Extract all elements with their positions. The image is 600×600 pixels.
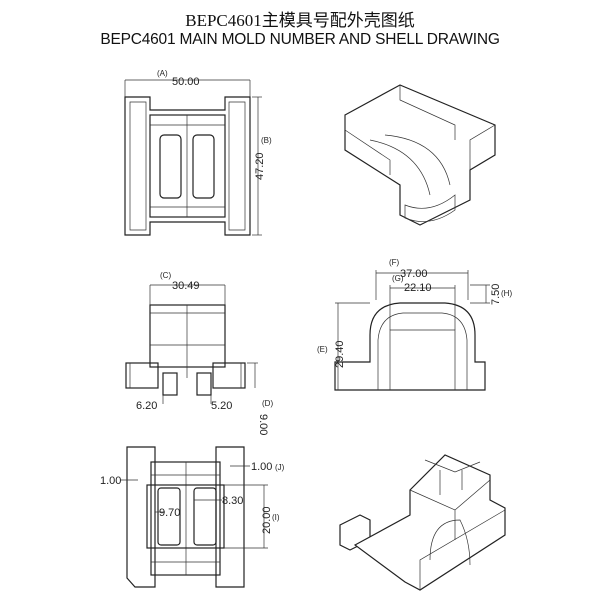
dim-f-label: (F) — [389, 258, 400, 267]
dim-d-value: 9.00 — [257, 414, 269, 435]
bottom-view — [120, 446, 268, 588]
dim-i-label: (I) — [272, 513, 280, 522]
dim-g-value: 22.10 — [404, 282, 432, 294]
dim-h-value: 7.50 — [490, 284, 502, 305]
dim-g-label: (G) — [392, 274, 404, 283]
dim-a-value: 50.00 — [172, 76, 200, 88]
dim-b-value: 47.20 — [254, 152, 266, 180]
dim-c-label: (C) — [160, 271, 171, 280]
isometric-view-bottom — [339, 454, 506, 591]
dim-e-value: 29.40 — [334, 340, 346, 368]
dim-pin-right-value: 5.20 — [211, 400, 232, 412]
dim-j-label: (J) — [275, 463, 285, 472]
dim-d-label: (D) — [262, 399, 273, 408]
dim-h-label: (H) — [501, 289, 512, 298]
dim-wall-left-value: 1.00 — [100, 475, 121, 487]
dim-a-label: (A) — [157, 69, 168, 78]
shell-side-view — [334, 270, 490, 391]
title-chinese: BEPC4601主模具号配外壳图纸 — [185, 11, 415, 30]
isometric-view-top — [344, 84, 496, 226]
dim-j-value: 1.00 — [251, 461, 272, 473]
dim-e-label: (E) — [317, 345, 328, 354]
dim-c-value: 30.49 — [172, 280, 200, 292]
front-view — [125, 284, 258, 404]
dim-f-value: 37.00 — [400, 268, 428, 280]
title-english: BEPC4601 MAIN MOLD NUMBER AND SHELL DRAW… — [100, 31, 500, 48]
dim-i-value: 20.00 — [261, 506, 273, 534]
dim-pin-left-value: 6.20 — [136, 400, 157, 412]
dim-inner-w-value: 9.70 — [159, 507, 180, 519]
dim-b-label: (B) — [261, 136, 272, 145]
dim-inner-r-value: 8.30 — [222, 495, 243, 507]
top-view — [124, 79, 262, 236]
